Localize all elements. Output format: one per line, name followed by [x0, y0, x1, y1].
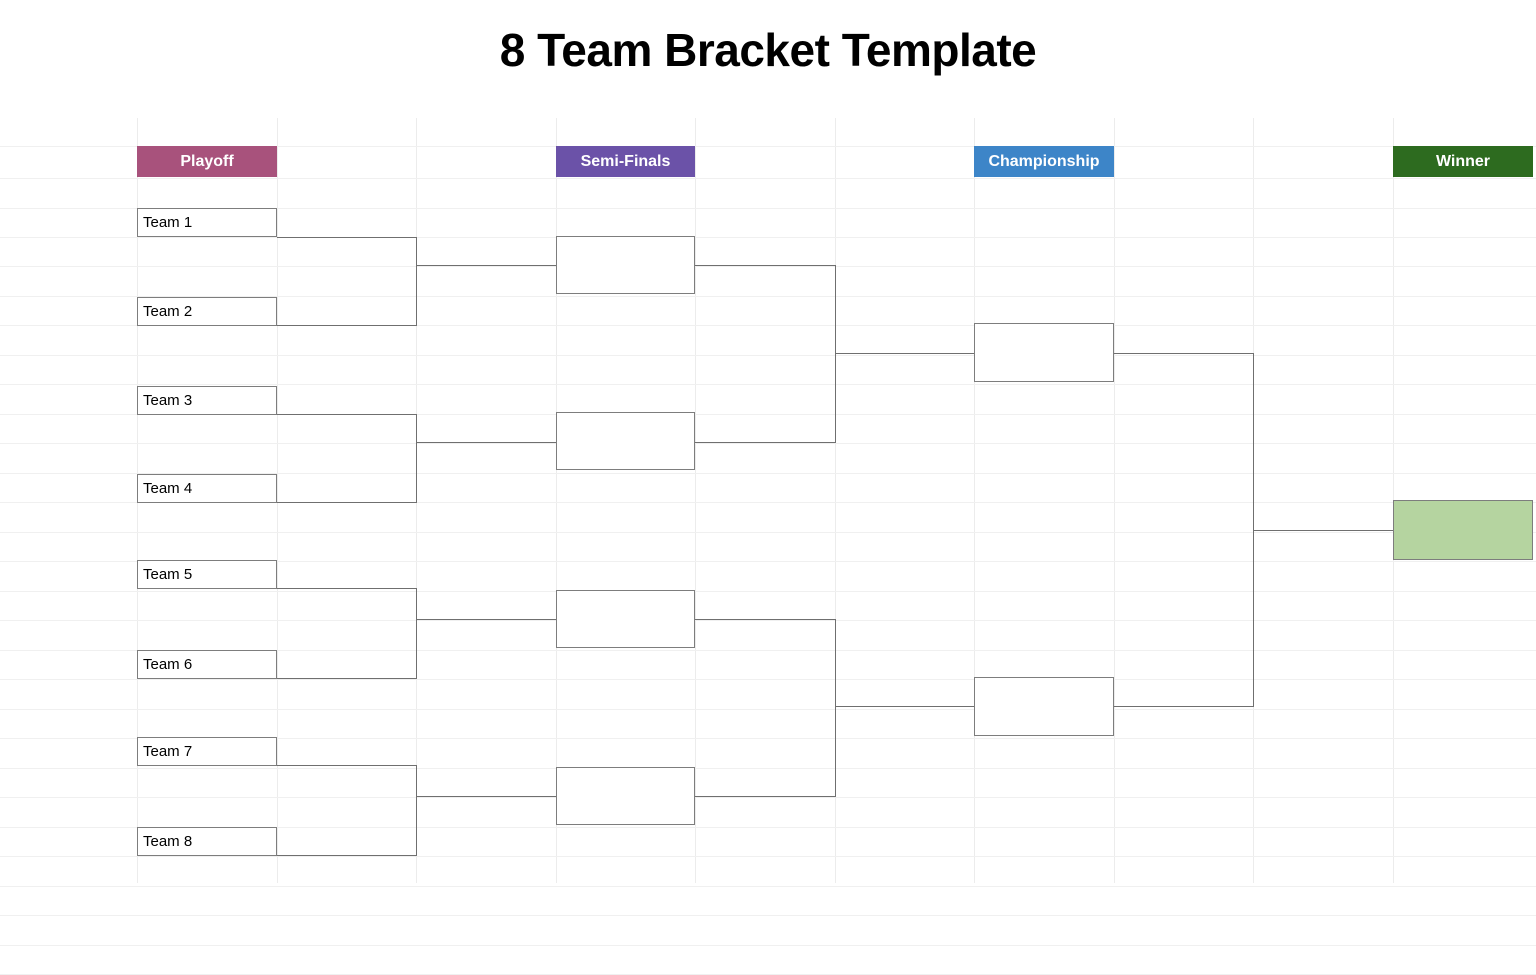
- grid-column-line-7: [1114, 118, 1115, 883]
- grid-row-line-15: [0, 591, 1536, 592]
- team-slot-1[interactable]: Team 1: [137, 208, 277, 237]
- connector-horizontal-16: [835, 353, 974, 354]
- grid-row-line-9: [0, 414, 1536, 415]
- team-label: Team 3: [143, 392, 193, 409]
- grid-row-line-26: [0, 915, 1536, 916]
- connector-horizontal-14: [695, 619, 835, 620]
- grid-row-line-8: [0, 384, 1536, 385]
- grid-row-line-23: [0, 827, 1536, 828]
- grid-row-line-14: [0, 561, 1536, 562]
- connector-horizontal-0: [277, 237, 417, 238]
- grid-column-line-4: [695, 118, 696, 883]
- connector-horizontal-3: [277, 502, 417, 503]
- round-header-playoff[interactable]: Playoff: [137, 146, 277, 177]
- grid-row-line-13: [0, 532, 1536, 533]
- connector-vertical-0: [416, 237, 417, 326]
- connector-horizontal-2: [277, 414, 417, 415]
- team-slot-7[interactable]: Team 7: [137, 737, 277, 766]
- team-slot-4[interactable]: Team 4: [137, 474, 277, 503]
- connector-horizontal-11: [416, 796, 556, 797]
- grid-row-line-3: [0, 237, 1536, 238]
- team-label: Team 6: [143, 656, 193, 673]
- semifinal-slot-1[interactable]: [556, 236, 695, 294]
- connector-horizontal-18: [1114, 353, 1253, 354]
- team-label: Team 1: [143, 214, 193, 231]
- grid-column-line-3: [556, 118, 557, 883]
- grid-row-line-4: [0, 266, 1536, 267]
- connector-horizontal-12: [695, 265, 835, 266]
- connector-horizontal-17: [835, 706, 974, 707]
- team-label: Team 7: [143, 743, 193, 760]
- team-slot-3[interactable]: Team 3: [137, 386, 277, 415]
- connector-vertical-6: [1253, 353, 1254, 707]
- grid-row-line-19: [0, 709, 1536, 710]
- grid-row-line-6: [0, 325, 1536, 326]
- grid-row-line-5: [0, 296, 1536, 297]
- grid-row-line-12: [0, 502, 1536, 503]
- grid-column-line-1: [277, 118, 278, 883]
- connector-horizontal-19: [1114, 706, 1253, 707]
- connector-vertical-4: [835, 265, 836, 443]
- team-label: Team 4: [143, 480, 193, 497]
- bracket-grid-area: Playoff Semi-Finals Championship Winner Tea…: [0, 118, 1536, 975]
- connector-horizontal-13: [695, 442, 835, 443]
- connector-vertical-2: [416, 588, 417, 679]
- connector-horizontal-1: [277, 325, 417, 326]
- connector-horizontal-20: [1253, 530, 1393, 531]
- connector-horizontal-9: [416, 442, 556, 443]
- connector-horizontal-8: [416, 265, 556, 266]
- connector-horizontal-10: [416, 619, 556, 620]
- grid-row-line-25: [0, 886, 1536, 887]
- grid-row-line-21: [0, 768, 1536, 769]
- semifinal-slot-3[interactable]: [556, 590, 695, 648]
- grid-row-line-20: [0, 738, 1536, 739]
- team-label: Team 2: [143, 303, 193, 320]
- connector-vertical-3: [416, 765, 417, 856]
- connector-horizontal-7: [277, 855, 417, 856]
- team-label: Team 8: [143, 833, 193, 850]
- grid-column-line-6: [974, 118, 975, 883]
- grid-row-line-18: [0, 679, 1536, 680]
- grid-row-line-7: [0, 355, 1536, 356]
- page-title: 8 Team Bracket Template: [499, 24, 1037, 76]
- connector-vertical-5: [835, 619, 836, 797]
- team-label: Team 5: [143, 566, 193, 583]
- grid-row-line-1: [0, 178, 1536, 179]
- championship-slot-1[interactable]: [974, 323, 1114, 382]
- winner-slot[interactable]: [1393, 500, 1533, 560]
- grid-row-line-10: [0, 443, 1536, 444]
- connector-horizontal-6: [277, 765, 417, 766]
- team-slot-8[interactable]: Team 8: [137, 827, 277, 856]
- round-header-semifinals[interactable]: Semi-Finals: [556, 146, 695, 177]
- championship-slot-2[interactable]: [974, 677, 1114, 736]
- connector-vertical-1: [416, 414, 417, 503]
- team-slot-6[interactable]: Team 6: [137, 650, 277, 679]
- semifinal-slot-4[interactable]: [556, 767, 695, 825]
- grid-row-line-24: [0, 856, 1536, 857]
- semifinal-slot-2[interactable]: [556, 412, 695, 470]
- connector-horizontal-15: [695, 796, 835, 797]
- team-slot-2[interactable]: Team 2: [137, 297, 277, 326]
- grid-row-line-22: [0, 797, 1536, 798]
- grid-column-line-5: [835, 118, 836, 883]
- grid-row-line-2: [0, 208, 1536, 209]
- team-slot-5[interactable]: Team 5: [137, 560, 277, 589]
- round-header-championship[interactable]: Championship: [974, 146, 1114, 177]
- grid-row-line-0: [0, 146, 1536, 147]
- grid-row-line-16: [0, 620, 1536, 621]
- connector-horizontal-5: [277, 678, 417, 679]
- grid-row-line-17: [0, 650, 1536, 651]
- grid-row-line-11: [0, 473, 1536, 474]
- round-header-winner[interactable]: Winner: [1393, 146, 1533, 177]
- grid-row-line-27: [0, 945, 1536, 946]
- connector-horizontal-4: [277, 588, 417, 589]
